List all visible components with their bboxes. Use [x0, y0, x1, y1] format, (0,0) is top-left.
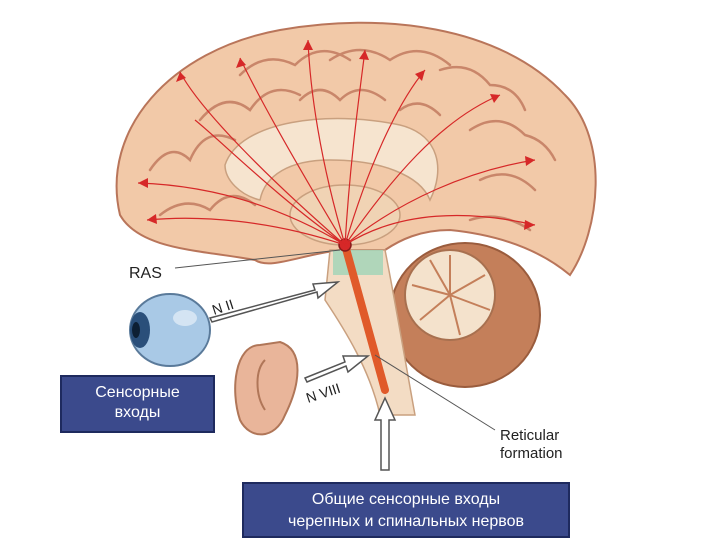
sensory-inputs-box: Сенсорные входы	[60, 375, 215, 433]
ear-icon	[235, 342, 297, 434]
general-inputs-line2: черепных и спинальных нервов	[244, 511, 568, 533]
n8-arrow	[305, 356, 368, 382]
n8-label: N VIII	[304, 380, 342, 406]
general-inputs-line1: Общие сенсорные входы	[244, 489, 568, 511]
eye-icon	[130, 294, 210, 366]
sensory-inputs-line2: входы	[62, 403, 213, 423]
reticular-label-line2: formation	[500, 445, 563, 462]
sensory-inputs-line1: Сенсорные	[62, 383, 213, 403]
reticular-label-line1: Reticular	[500, 427, 559, 444]
ras-label: RAS	[129, 265, 162, 282]
general-inputs-box: Общие сенсорные входы черепных и спиналь…	[242, 482, 570, 538]
